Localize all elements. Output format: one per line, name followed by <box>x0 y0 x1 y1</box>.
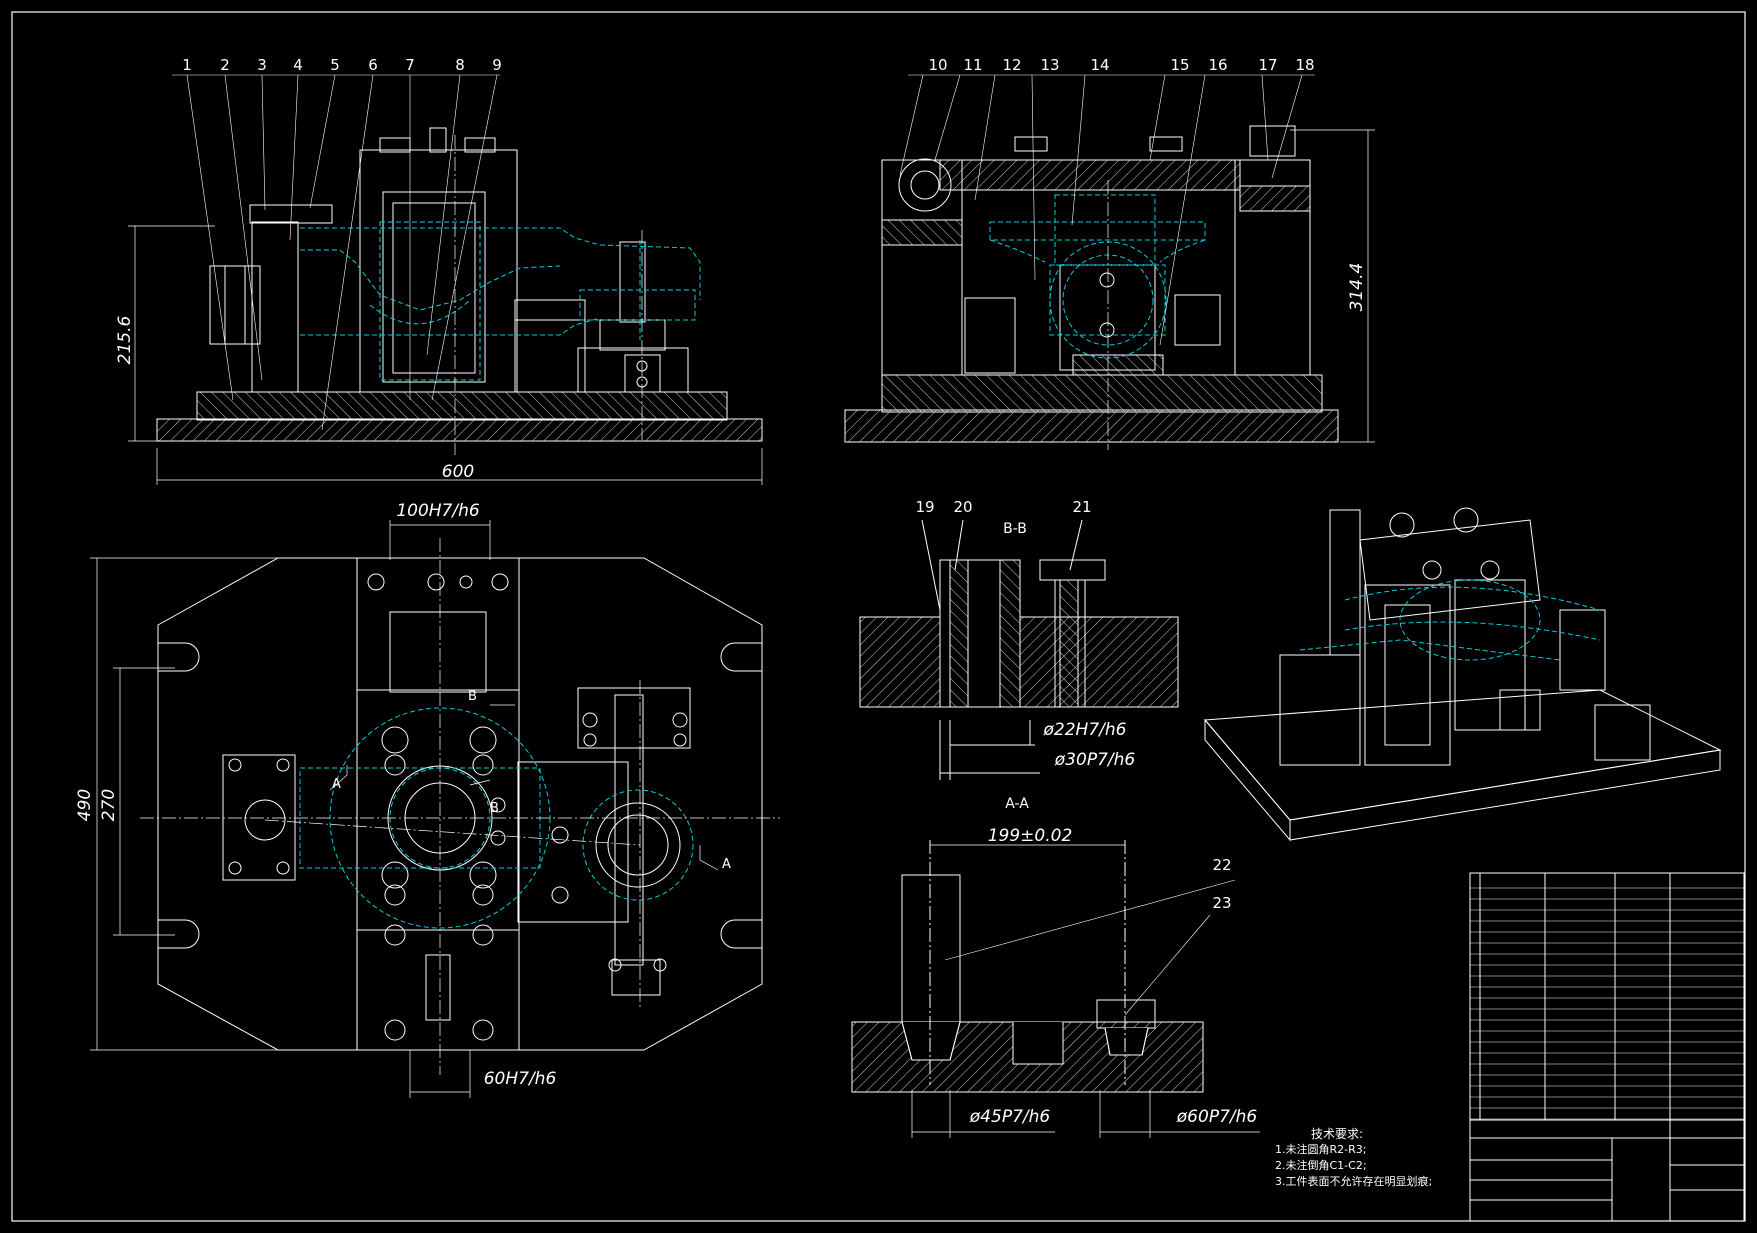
isometric-hidden <box>1299 579 1601 661</box>
balloon-number: 8 <box>455 56 465 74</box>
section-bb-title: B-B <box>1003 521 1027 537</box>
front-leaders <box>172 74 500 431</box>
balloon-number: 7 <box>405 56 415 74</box>
notes-title: 技术要求: <box>1311 1127 1364 1141</box>
cut-mark-b-bottom: B <box>490 801 499 816</box>
balloon-number: 11 <box>963 56 982 74</box>
balloon-number: 23 <box>1212 894 1231 912</box>
title-block-rows <box>1470 887 1744 1120</box>
balloon-number: 22 <box>1212 856 1231 874</box>
balloon-number: 2 <box>220 56 230 74</box>
balloon-number: 19 <box>915 498 934 516</box>
balloon-number: 5 <box>330 56 340 74</box>
section-aa <box>851 840 1260 1138</box>
balloon-number: 17 <box>1258 56 1277 74</box>
balloons-side: 10 11 12 13 14 15 16 17 18 <box>928 56 1314 74</box>
balloon-number: 13 <box>1040 56 1059 74</box>
balloon-number: 20 <box>953 498 972 516</box>
front-width-dimension: 600 <box>442 462 474 482</box>
balloon-number: 10 <box>928 56 947 74</box>
balloon-number: 16 <box>1208 56 1227 74</box>
aa-fit-left: ø45P7/h6 <box>969 1107 1051 1127</box>
note-item: 2.未注倒角C1-C2; <box>1275 1159 1367 1172</box>
balloon-number: 14 <box>1090 56 1109 74</box>
balloon-number: 6 <box>368 56 378 74</box>
balloon-number: 21 <box>1072 498 1091 516</box>
isometric-view <box>1203 507 1722 842</box>
cut-mark-a-right: A <box>722 857 731 872</box>
balloon-number: 12 <box>1002 56 1021 74</box>
note-item: 1.未注圆角R2-R3; <box>1275 1143 1367 1156</box>
cut-mark-b-top: B <box>468 689 477 704</box>
front-view-hidden <box>300 221 701 381</box>
aa-span-dimension: 199±0.02 <box>988 826 1073 846</box>
aa-fit-right: ø60P7/h6 <box>1176 1107 1258 1127</box>
cut-mark-a-left: A <box>332 777 341 792</box>
plan-dim-lines <box>90 520 780 1098</box>
balloon-number: 15 <box>1170 56 1189 74</box>
plan-height-dimension: 490 <box>75 789 95 821</box>
side-height-dimension: 314.4 <box>1347 263 1367 312</box>
title-block <box>1469 872 1745 1222</box>
bb-fit-inner: ø22H7/h6 <box>1043 720 1127 740</box>
note-item: 3.工件表面不允许存在明显划痕; <box>1275 1175 1433 1188</box>
balloon-number: 1 <box>182 56 192 74</box>
section-bb <box>859 519 1179 780</box>
balloons-section: 19 20 21 <box>915 498 1091 516</box>
front-height-dimension: 215.6 <box>115 315 135 364</box>
balloons-aa: 22 23 <box>1212 856 1231 912</box>
balloons-front: 1 2 3 4 5 6 7 8 9 <box>182 56 502 74</box>
front-view <box>156 127 763 442</box>
plan-inner-height-dimension: 270 <box>99 789 119 821</box>
front-dim-lines <box>128 135 763 485</box>
section-aa-title: A-A <box>1005 796 1029 812</box>
fit-top-dimension: 100H7/h6 <box>396 501 480 521</box>
side-view <box>844 125 1339 443</box>
technical-requirements: 技术要求: 1.未注圆角R2-R3; 2.未注倒角C1-C2; 3.工件表面不允… <box>1275 1126 1475 1190</box>
balloon-number: 4 <box>293 56 303 74</box>
side-leaders <box>899 74 1315 346</box>
side-dim-lines <box>1107 129 1375 450</box>
sheet-border <box>11 11 1746 1222</box>
plan-bolts <box>228 573 688 1041</box>
balloon-number: 3 <box>257 56 267 74</box>
balloon-number: 18 <box>1295 56 1314 74</box>
balloon-number: 9 <box>492 56 502 74</box>
bb-fit-outer: ø30P7/h6 <box>1054 750 1136 770</box>
fit-bottom-dimension: 60H7/h6 <box>484 1069 557 1089</box>
